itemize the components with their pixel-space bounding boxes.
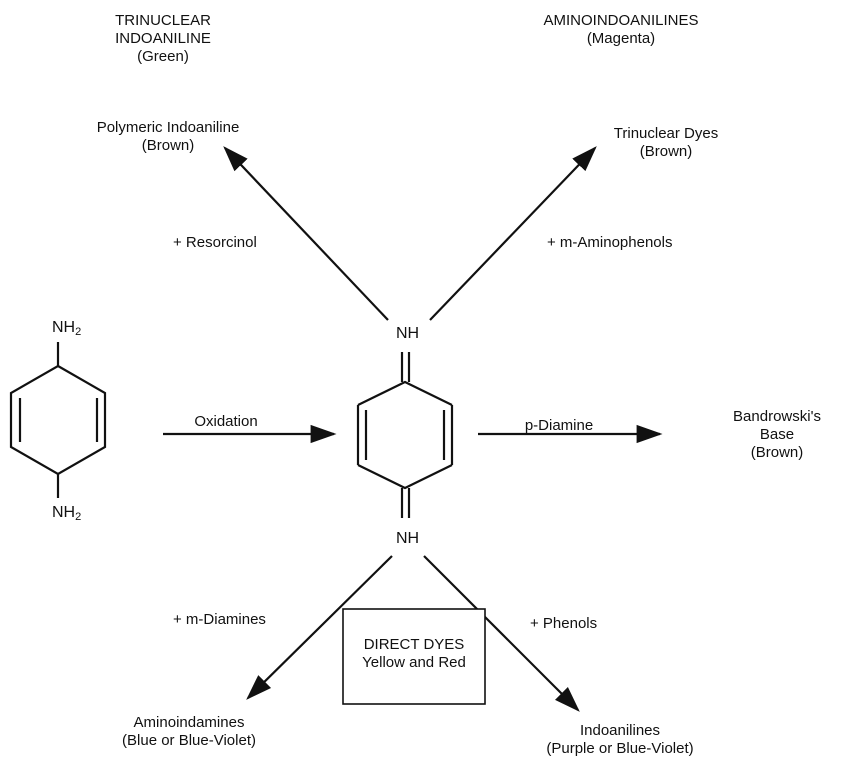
nh-label-top: NH [396, 325, 420, 342]
resorcinol-label: + Resorcinol [173, 234, 257, 251]
p-diamine-label: p-Diamine [524, 417, 594, 434]
oxidation-label: Oxidation [194, 413, 258, 430]
ring-top-edges [357, 380, 453, 406]
trinuclear-indoaniline-label: TRINUCLEAR INDOANILINE (Green) [115, 12, 211, 65]
p-phenylenediamine-structure [9, 342, 107, 498]
arrow-to-trinuclear-dyes [429, 146, 597, 321]
ring-bottom-edges [357, 464, 453, 490]
trinuclear-dyes-label: Trinuclear Dyes (Brown) [613, 125, 719, 160]
phenols-label: + Phenols [530, 615, 598, 632]
arrow-to-polymeric-indoaniline [223, 146, 389, 321]
nh2-label-top: NH2 [52, 319, 82, 338]
direct-dyes-label: DIRECT DYES Yellow and Red [362, 636, 466, 671]
aminoindoanilines-label: AMINOINDOANILINES (Magenta) [543, 12, 699, 47]
arrow-to-indoanilines [423, 555, 580, 712]
arrow-to-aminoindamines [246, 555, 393, 700]
indoanilines-label: Indoanilines (Purple or Blue-Violet) [546, 722, 694, 757]
quinonediimine-structure [356, 352, 454, 518]
aminoindamines-label: Aminoindamines (Blue or Blue-Violet) [122, 714, 256, 749]
nh2-label-bottom: NH2 [52, 504, 82, 523]
nh-label-bottom: NH [396, 530, 420, 547]
direct-dyes-box [342, 608, 486, 705]
polymeric-indoaniline-label: Polymeric Indoaniline (Brown) [96, 119, 240, 154]
m-diamines-label: + m-Diamines [173, 611, 266, 628]
m-aminophenols-label: + m-Aminophenols [547, 234, 673, 251]
bandrowskis-base-label: Bandrowski's Base (Brown) [733, 408, 821, 461]
benzene-ring [9, 364, 107, 476]
